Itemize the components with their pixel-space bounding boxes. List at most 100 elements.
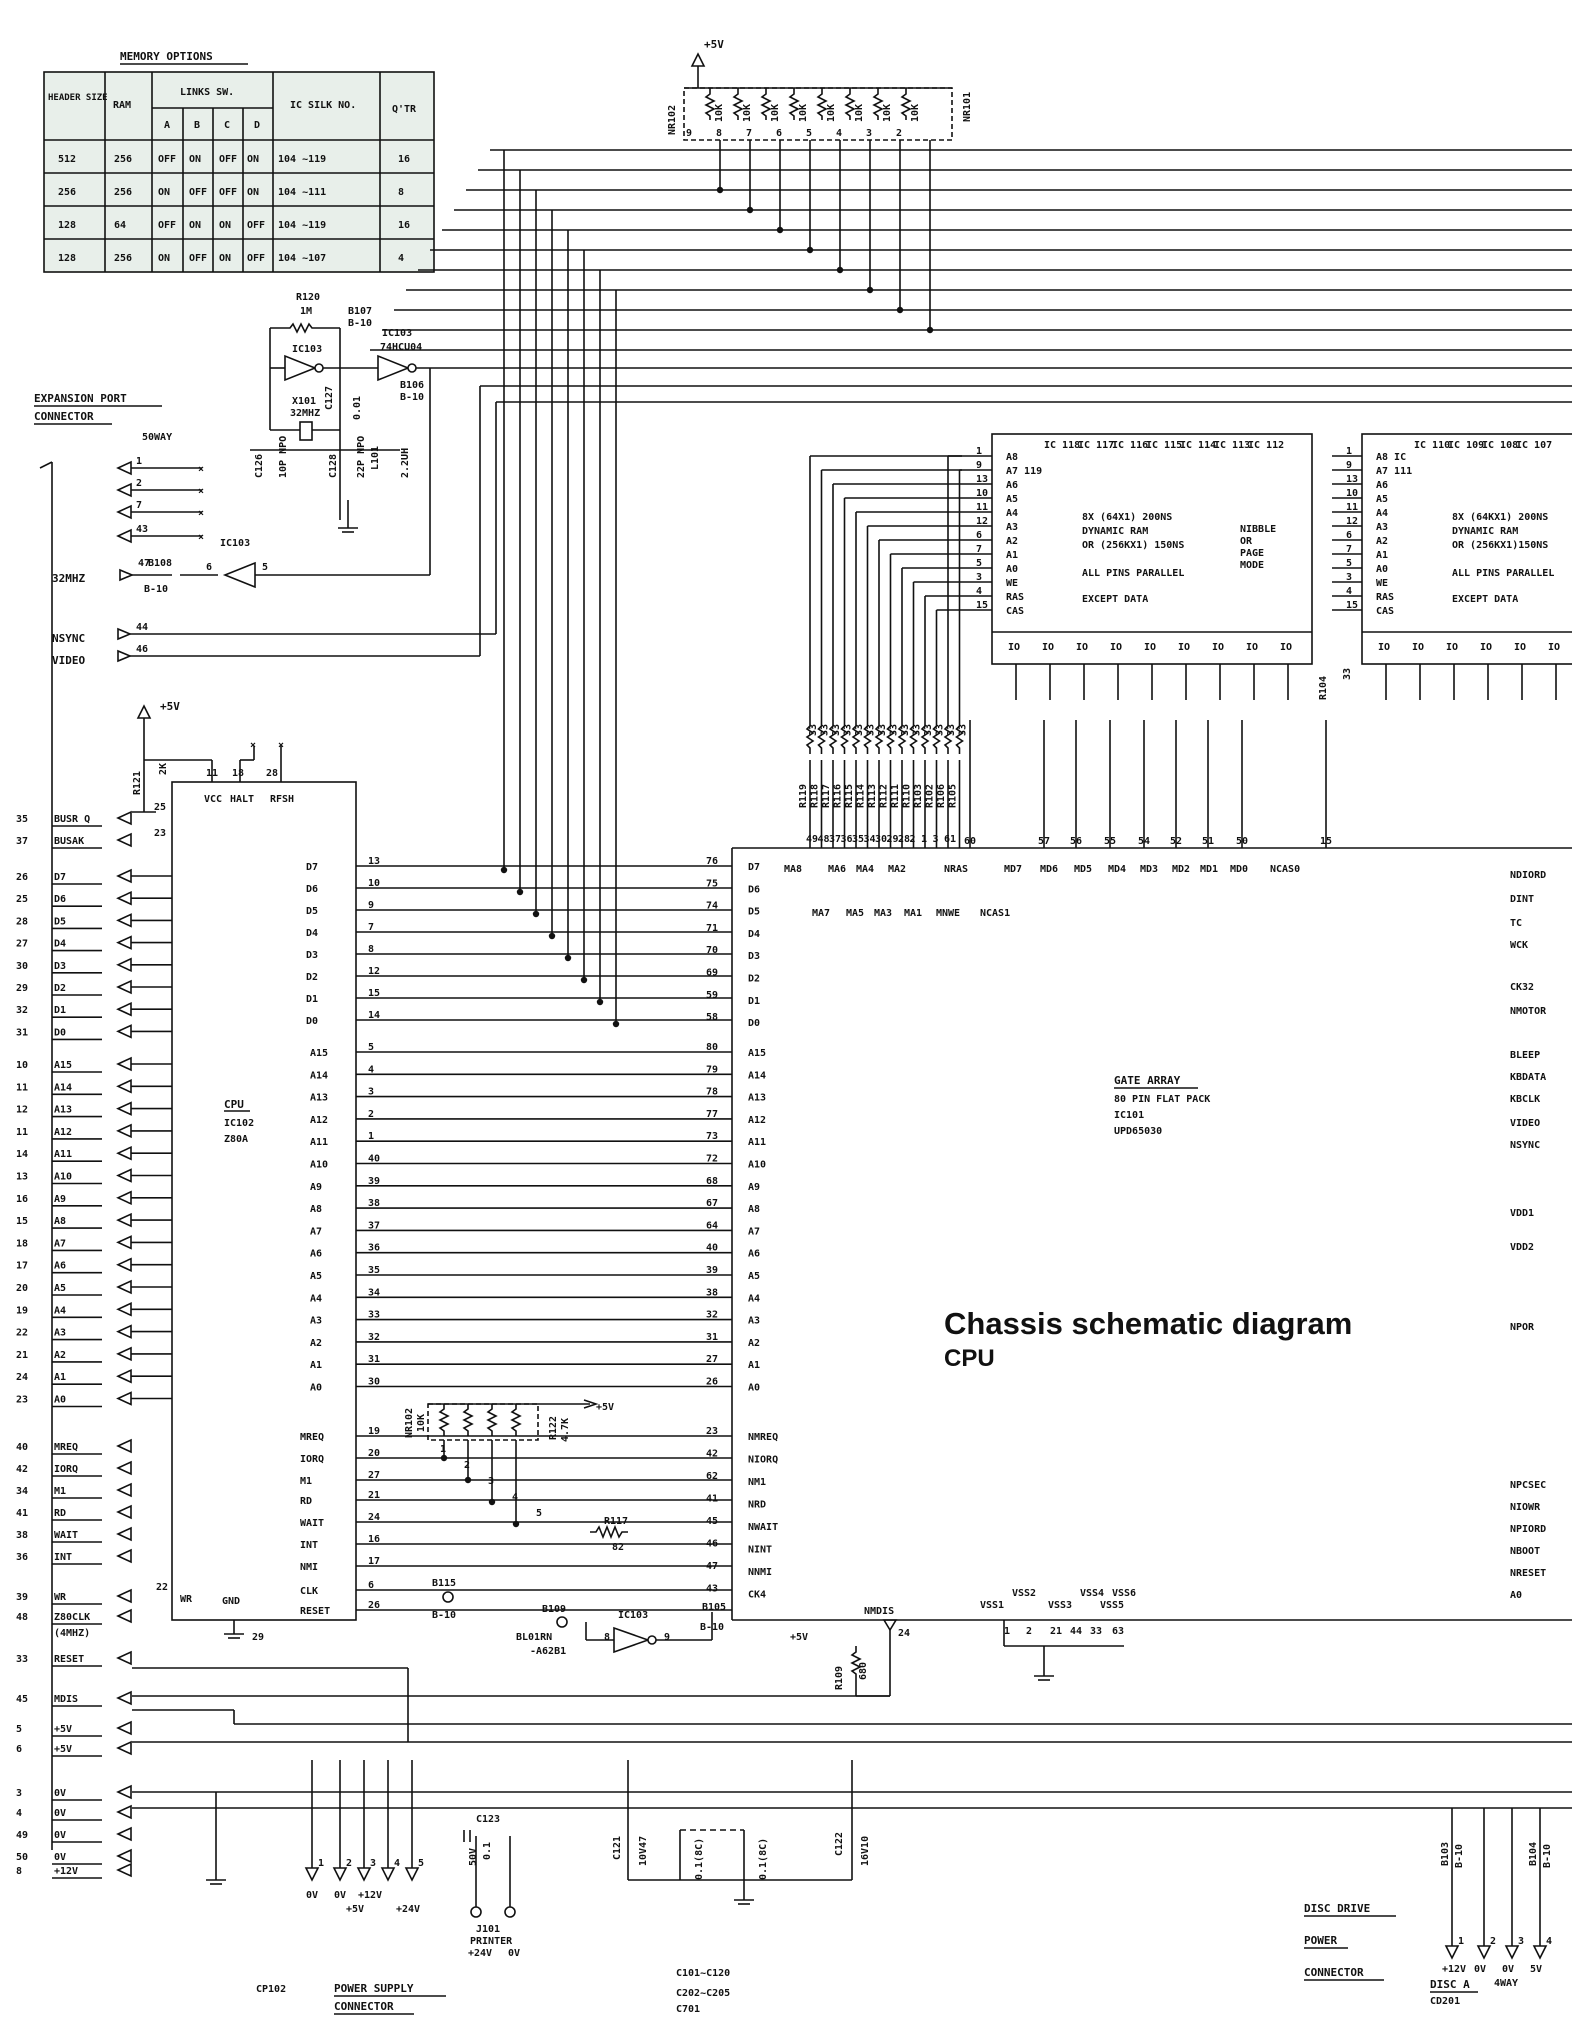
power-pin-arrow (380, 1867, 396, 1882)
connector-arrow (116, 1145, 132, 1161)
expansion-pin-label: D7 (54, 872, 66, 883)
resistor-value: 10K (770, 104, 781, 122)
table-cell-r3-c4: ON (219, 253, 231, 264)
expansion-pin-label: +5V (54, 1744, 72, 1755)
expansion-pin-num: 11 (16, 1082, 28, 1093)
connector-arrow (116, 1460, 132, 1476)
expansion-pin-label: A7 (54, 1238, 66, 1249)
series-res-value: 33 (854, 724, 865, 736)
connector-arrow (116, 1079, 132, 1094)
ram-pin-num: 7 (976, 544, 982, 555)
connector-arrow (116, 1024, 132, 1039)
ram-ic-label: IC 109 (1448, 440, 1484, 451)
ga-pin-label: D5 (748, 907, 760, 918)
connector-arrow (116, 1504, 132, 1520)
cpu-pin-label: A6 (310, 1249, 322, 1260)
cpu-pin-label: A13 (310, 1093, 328, 1104)
cpu-pin-label: A5 (310, 1271, 322, 1282)
x101-value: 32MHZ (290, 408, 320, 419)
expansion-pin-label: MREQ (54, 1442, 78, 1453)
ic103a-label: IC103 (292, 344, 322, 355)
th-ram: RAM (113, 100, 131, 111)
series-resistor (920, 720, 930, 754)
resistor-value: 10K (882, 104, 893, 122)
resistor (704, 88, 716, 120)
resistor (732, 88, 744, 120)
expansion-pin-label: 0V (54, 1852, 66, 1863)
printer-pin-24v: +24V (468, 1948, 492, 1959)
cpu-pin-num: 21 (368, 1490, 380, 1501)
ram-pin-label: A7 111 (1376, 466, 1412, 477)
connector-arrow (116, 528, 132, 544)
th-d: D (254, 120, 260, 131)
series-res-num: 49 (806, 834, 818, 845)
expansion-pin-num: 20 (16, 1283, 28, 1294)
expansion-pin-label: D1 (54, 1005, 66, 1016)
supply-label-top: 0V (334, 1890, 346, 1901)
disc-pin-num: 3 (1518, 1936, 1524, 1947)
power-pin-arrow (304, 1867, 320, 1882)
th-header-size: HEADER SIZE (48, 93, 108, 103)
series-res-value: 33 (900, 724, 911, 736)
r117-label: R117 (604, 1516, 628, 1527)
cpu-pin-label: M1 (300, 1476, 312, 1487)
printer-label: PRINTER (470, 1936, 513, 1947)
expansion-pin-num: 49 (16, 1830, 28, 1841)
ram-desc: OR (256KX1)150NS (1452, 540, 1548, 551)
disc-a-way: 4WAY (1494, 1978, 1518, 1989)
ga-top-pin-2: MNWE (936, 908, 960, 919)
series-res-ref: R117 (821, 784, 832, 808)
ga-right-pin: A0 (1510, 1590, 1522, 1601)
ga-pin-label: A14 (748, 1070, 766, 1081)
r104-label: R104 (1318, 676, 1329, 700)
junction-dot (776, 226, 784, 234)
ram-pin-num: 12 (976, 516, 988, 527)
table-cell-r1-c5: ON (247, 187, 259, 198)
nc-pin-num: 7 (136, 500, 142, 511)
ram-pin-label: A1 (1376, 550, 1388, 561)
ic103-ep-pin5: 5 (262, 562, 268, 573)
nr102-top-label: NR102 (667, 105, 678, 135)
expansion-pin-num: 3 (16, 1788, 22, 1799)
expansion-pin-num: 34 (16, 1486, 28, 1497)
ram-ic-label: IC 112 (1248, 440, 1284, 451)
ram-desc: 8X (64X1) 200NS (1082, 512, 1172, 523)
cpu-top-pin-rfsh: RFSH (270, 794, 294, 805)
junction-dot (612, 1020, 620, 1028)
connector-arrow (116, 1168, 132, 1183)
resistor (872, 88, 884, 120)
ram-pin-num: 3 (976, 572, 982, 583)
cpu-gnd-num: 29 (252, 1632, 264, 1643)
disc-pin-arrow (1532, 1945, 1548, 1960)
connector-arrow (116, 868, 132, 884)
cpu-gnd: GND (222, 1596, 240, 1607)
b115-label: B115 (432, 1578, 456, 1589)
table-cell-r2-c6: 104 ~119 (278, 220, 326, 231)
cpu-pin-num: 39 (368, 1176, 380, 1187)
ga-pin-label: A3 (748, 1316, 760, 1327)
expansion-pin-label: A14 (54, 1082, 72, 1093)
ram-io: IO (1412, 642, 1424, 653)
ram-pin-label: A4 (1376, 508, 1388, 519)
top-supply-label: +5V (704, 38, 724, 51)
table-cell-r3-c1: 256 (114, 253, 132, 264)
connector-arrow (116, 1526, 132, 1542)
ram-ic-label: IC 113 (1214, 440, 1250, 451)
cpu-pin-label: A2 (310, 1338, 322, 1349)
ga-pin-num: 59 (706, 990, 718, 1001)
cpu-pin-num: 10 (368, 878, 380, 889)
ga-pin-num: 72 (706, 1154, 718, 1165)
ga-pin-num: 47 (706, 1561, 718, 1572)
expansion-pin-label: M1 (54, 1486, 66, 1497)
series-res-ref: R115 (844, 784, 855, 808)
top-bus-lines (370, 140, 1572, 1028)
series-res-ref: R118 (810, 784, 821, 808)
ram-pin-label: A3 (1006, 522, 1018, 533)
cpu-pin-num: 20 (368, 1448, 380, 1459)
disc-title-2: POWER (1304, 1934, 1337, 1947)
nc-mark: × (198, 486, 204, 497)
resistor (462, 1404, 474, 1436)
vss-label: VSS6 (1112, 1588, 1136, 1599)
expansion-pin-num: 40 (16, 1442, 28, 1453)
ga-top-pin: MD3 (1140, 864, 1158, 875)
